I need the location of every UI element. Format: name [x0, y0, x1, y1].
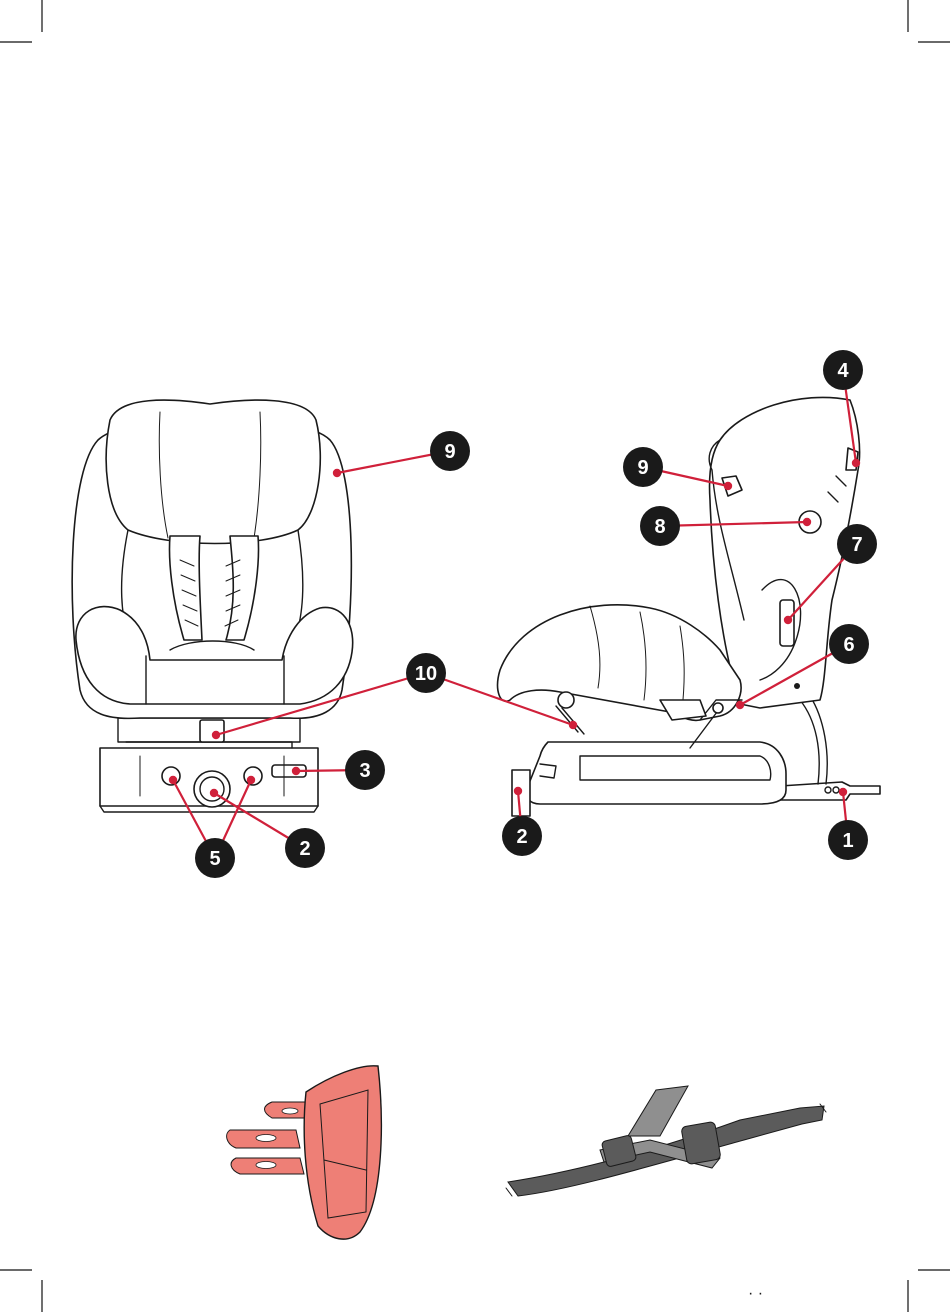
front-view-seat — [72, 400, 353, 812]
callout-badge-side-2: 2 — [502, 816, 542, 856]
callout-badge-side-1: 1 — [828, 820, 868, 860]
isofix-guide-accessory — [227, 1066, 382, 1239]
callout-badge-side-6: 6 — [829, 624, 869, 664]
callout-dot-side-7 — [784, 616, 792, 624]
callout-number: 4 — [837, 360, 849, 382]
callout-badge-front-5: 5 — [195, 838, 235, 878]
callout-badge-side-4: 4 — [823, 350, 863, 390]
callout-badge-front-10: 10 — [406, 653, 446, 693]
callout-badge-front-3: 3 — [345, 750, 385, 790]
callout-number: 2 — [516, 826, 527, 848]
callout-dot-side-1 — [839, 788, 847, 796]
side-view-seat — [498, 397, 880, 816]
callout-number: 9 — [444, 441, 455, 463]
footer-marks: · · — [748, 1285, 763, 1302]
callout-badge-front-2: 2 — [285, 828, 325, 868]
callout-number: 1 — [842, 830, 853, 852]
callout-number: 9 — [637, 457, 648, 479]
callout-number: 7 — [851, 534, 862, 556]
callout-dot-side-6 — [736, 701, 744, 709]
callout-number: 10 — [415, 663, 437, 685]
callout-dot-front-5 — [247, 776, 255, 784]
callout-dot-front-5 — [169, 776, 177, 784]
callout-number: 8 — [654, 516, 665, 538]
callout-number: 6 — [843, 634, 854, 656]
callout-number: 3 — [359, 760, 370, 782]
callout-dot-front-2 — [210, 789, 218, 797]
callout-dot-front-10 — [212, 731, 220, 739]
tether-strap-accessory — [506, 1086, 826, 1196]
callout-badge-side-9: 9 — [623, 447, 663, 487]
callout-dot-side-9 — [724, 482, 732, 490]
callout-badge-side-8: 8 — [640, 506, 680, 546]
callout-dot-front-10 — [569, 721, 577, 729]
callout-number: 5 — [209, 848, 220, 870]
callout-badge-front-9: 9 — [430, 431, 470, 471]
callout-dot-front-3 — [292, 767, 300, 775]
callout-dot-side-8 — [803, 518, 811, 526]
callout-badge-side-7: 7 — [837, 524, 877, 564]
callout-dot-side-4 — [852, 459, 860, 467]
callout-dot-front-9 — [333, 469, 341, 477]
callout-number: 2 — [299, 838, 310, 860]
callout-dot-side-2 — [514, 787, 522, 795]
